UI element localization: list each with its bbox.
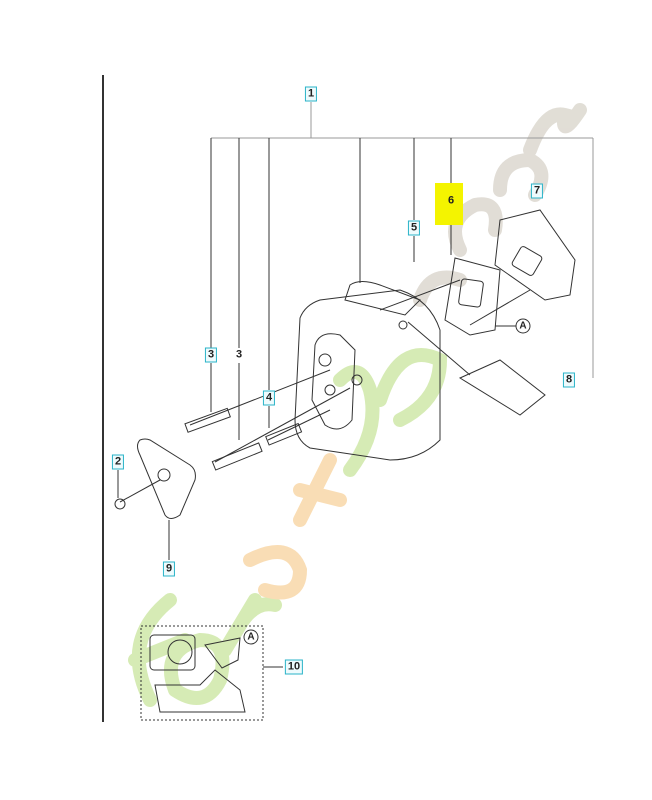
highlight-part-6 — [435, 183, 463, 225]
callout-3[interactable]: 3 — [204, 347, 218, 363]
bolts — [114, 279, 531, 510]
reference-mark-a-inset: A — [243, 629, 259, 645]
callout-9[interactable]: 9 — [162, 561, 176, 577]
callout-3-plain: 3 — [235, 348, 243, 361]
callout-2[interactable]: 2 — [111, 454, 125, 470]
callout-7[interactable]: 7 — [530, 183, 544, 199]
muffler-body — [294, 281, 441, 461]
callout-4[interactable]: 4 — [262, 390, 276, 406]
watermark-logo — [128, 103, 587, 707]
gasket-kit-inset — [140, 625, 264, 721]
callout-10[interactable]: 10 — [284, 659, 304, 675]
reference-mark-a: A — [515, 318, 531, 334]
callout-8[interactable]: 8 — [562, 372, 576, 388]
callout-5[interactable]: 5 — [407, 220, 421, 236]
callout-1[interactable]: 1 — [304, 86, 318, 102]
callout-6[interactable]: 6 — [447, 194, 455, 207]
heat-shield — [494, 209, 576, 301]
spark-arrestor-plate — [458, 359, 546, 416]
cover-plate — [137, 438, 196, 519]
gasket — [444, 257, 501, 336]
